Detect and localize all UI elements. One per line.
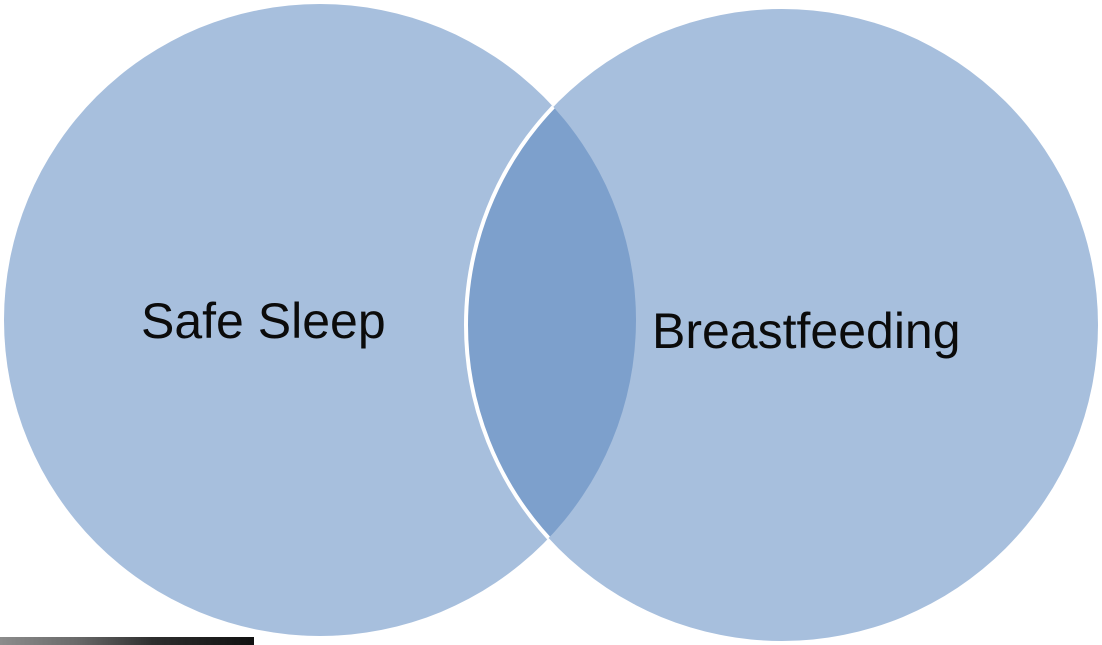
label-breastfeeding: Breastfeeding (652, 306, 961, 356)
label-safe-sleep: Safe Sleep (141, 296, 386, 346)
photo-fragment (0, 637, 254, 645)
